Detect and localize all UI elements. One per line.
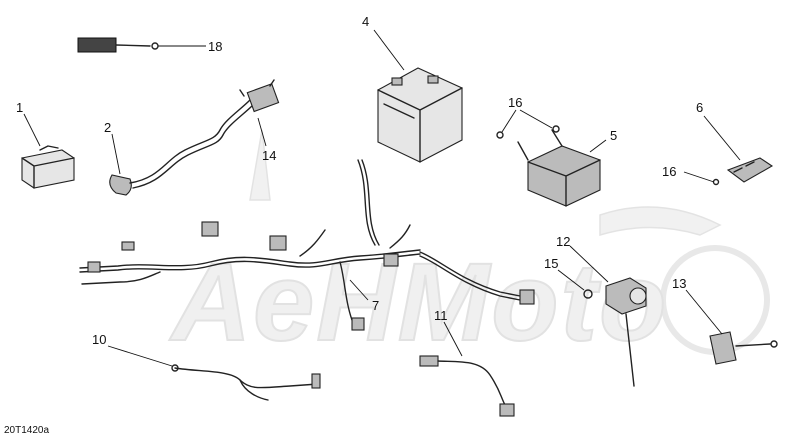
callout-13: 13 bbox=[672, 276, 686, 291]
part-11-sensor-lead bbox=[419, 355, 515, 417]
callout-14: 14 bbox=[262, 148, 276, 163]
callout-6: 6 bbox=[696, 100, 703, 115]
callout-5: 5 bbox=[610, 128, 617, 143]
watermark-logo: AeHMoto bbox=[168, 129, 770, 365]
callout-10: 10 bbox=[92, 332, 106, 347]
part-1-relay bbox=[21, 145, 75, 189]
part-18-lead-wire bbox=[77, 37, 159, 53]
svg-text:AeHMoto: AeHMoto bbox=[169, 241, 669, 364]
callout-4: 4 bbox=[362, 14, 369, 29]
callout-16-right: 16 bbox=[662, 164, 676, 179]
part-12-switch bbox=[583, 277, 647, 387]
part-10-lead-wire bbox=[171, 364, 321, 401]
callout-18: 18 bbox=[208, 39, 222, 54]
callout-labels: 18 1 2 14 4 16 5 6 16 7 10 11 12 15 13 bbox=[16, 14, 703, 347]
part-13-connector bbox=[709, 331, 778, 365]
callout-16-upper: 16 bbox=[508, 95, 522, 110]
callout-1: 1 bbox=[16, 100, 23, 115]
callout-2: 2 bbox=[104, 120, 111, 135]
figure-reference-code: 20T1420a bbox=[4, 425, 49, 436]
part-4-battery bbox=[377, 67, 463, 163]
leader-lines bbox=[23, 29, 741, 367]
part-7-wiring-harness bbox=[79, 159, 535, 331]
callout-15: 15 bbox=[544, 256, 558, 271]
callout-7: 7 bbox=[372, 298, 379, 313]
part-6-bracket bbox=[712, 157, 774, 186]
part-5-regulator bbox=[496, 125, 601, 207]
callout-12: 12 bbox=[556, 234, 570, 249]
part-2-ignition-lead bbox=[109, 79, 280, 196]
callout-11: 11 bbox=[434, 308, 448, 323]
